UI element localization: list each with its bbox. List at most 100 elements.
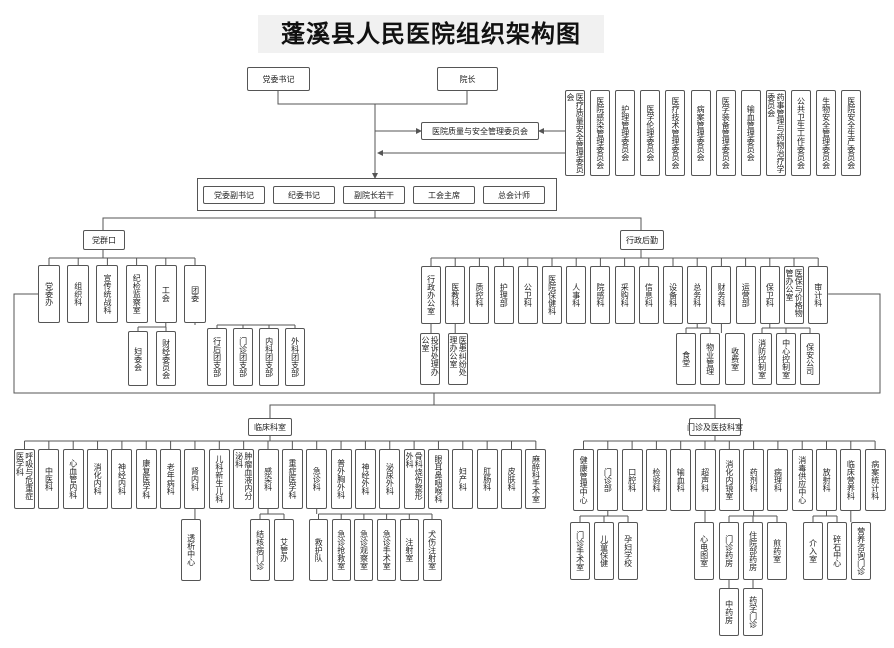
party-unit-5: 工会 (154, 265, 177, 323)
clinical-unit-4: 消化内科 (87, 449, 109, 509)
connector (13, 293, 881, 394)
branch-party: 党群口 (83, 230, 125, 250)
subcommittee-11: 生物安全管理委员会 (816, 90, 836, 176)
subcommittee-10: 公共卫生工作委员会 (790, 90, 811, 176)
outpatient-unit-5: 输血科 (670, 449, 692, 511)
admin-unit-14: 运营部 (735, 266, 756, 324)
clinical-unit-14: 普外胸外科 (330, 449, 352, 509)
admin-unit-13: 财务科 (711, 266, 732, 324)
clinical-unit-13: 急诊科 (306, 449, 328, 509)
subcommittee-12: 医院安全生产委员会 (841, 90, 862, 176)
outpatient-sub-ecg: 心电图室 (694, 522, 714, 580)
outpatient-unit-13: 病案统计科 (864, 449, 886, 511)
outpatient-unit-3: 口腔科 (621, 449, 643, 511)
quality-safety-committee-box: 医院质量与安全管理委员会 (421, 122, 539, 140)
clinical-unit-22: 麻醉科手术室 (525, 449, 547, 509)
clinical-unit-11: 感染科 (257, 449, 279, 509)
subcommittee-9: 药事管理与药物治疗学委员会 (765, 90, 786, 176)
party-unit-4: 纪检监察室 (125, 265, 148, 323)
outpatient-sub-clinic-3: 孕妇学校 (618, 522, 638, 580)
leadership-1: 党委副书记 (203, 186, 265, 204)
admin-unit-9: 采购科 (614, 266, 635, 324)
party-sub-youth-3: 内科团支部 (259, 328, 279, 386)
clinical-sub-emergency-1: 救护队 (309, 519, 328, 581)
clinical-unit-19: 妇产科 (452, 449, 474, 509)
outpatient-sub-pharmacy2-1: 中药房 (719, 588, 739, 636)
outpatient-sub-clinic-1: 门诊手术室 (570, 522, 590, 580)
subcommittee-1: 医疗质量安全管理委员会 (565, 90, 585, 176)
outpatient-sub-radiology-1: 介入室 (803, 522, 823, 580)
branch-admin: 行政后勤 (620, 230, 664, 250)
outpatient-unit-7: 消化内镜室 (718, 449, 740, 511)
clinical-sub-infect-2: 艾管办 (274, 519, 294, 581)
leadership-4: 工会主席 (413, 186, 475, 204)
leadership-2: 纪委书记 (273, 186, 335, 204)
clinical-unit-16: 泌尿外科 (379, 449, 401, 509)
admin-unit-2: 医教科 (445, 266, 466, 324)
admin-unit-15: 保卫科 (759, 266, 780, 324)
clinical-unit-7: 老年病科 (160, 449, 182, 509)
admin-unit-17: 审计科 (808, 266, 829, 324)
admin-unit-3: 质控科 (469, 266, 490, 324)
party-sub-youth-1: 行后团支部 (207, 328, 227, 386)
outpatient-unit-12: 临床营养科 (840, 449, 862, 511)
subcommittee-5: 医疗技术管理委员会 (665, 90, 686, 176)
party-unit-3: 宣传统战科 (96, 265, 119, 323)
subcommittee-7: 医学装备管理委员会 (715, 90, 736, 176)
party-unit-1: 党委办 (38, 265, 60, 323)
outpatient-unit-10: 消毒供应中心 (791, 449, 813, 511)
clinical-sub-infect-1: 结核病门诊 (250, 519, 270, 581)
leadership-5: 总会计师 (483, 186, 545, 204)
clinical-unit-1: 呼吸与危重症医学科 (14, 449, 35, 509)
admin-sub-dispute: 医患纠纷处理办公室 (448, 333, 468, 385)
admin-unit-4: 护理部 (493, 266, 514, 324)
outpatient-sub-radiology-2: 碎石中心 (827, 522, 847, 580)
clinical-sub-emergency-2: 急诊抢救室 (331, 519, 351, 581)
clinical-unit-20: 肛肠科 (476, 449, 498, 509)
outpatient-sub-pharmacy-2: 住院部药房 (743, 522, 763, 580)
connector (102, 217, 642, 240)
outpatient-unit-2: 门诊部 (597, 449, 619, 511)
subcommittee-4: 医学伦理委员会 (640, 90, 661, 176)
outpatient-unit-11: 放射科 (816, 449, 837, 511)
admin-unit-7: 人事科 (566, 266, 587, 324)
subcommittee-3: 护理管理委员会 (615, 90, 636, 176)
clinical-sub-dialysis: 透析中心 (181, 519, 201, 581)
party-sub-youth-2: 门诊团支部 (233, 328, 253, 386)
outpatient-sub-nutrition: 营养咨询门诊 (851, 522, 871, 580)
clinical-unit-8: 肾内科 (184, 449, 206, 509)
clinical-unit-12: 重症医学科 (281, 449, 303, 509)
outpatient-unit-6: 超声科 (694, 449, 716, 511)
admin-unit-16: 医保与价格物管办公室 (784, 266, 804, 324)
admin-unit-12: 总务科 (687, 266, 708, 324)
outpatient-sub-pharmacy-3: 煎药室 (767, 522, 787, 580)
clinical-unit-5: 神经内科 (111, 449, 133, 509)
party-unit-2: 组织科 (67, 265, 90, 323)
branch-outpatient: 门诊及医技科室 (687, 418, 743, 436)
admin-sub-security-2: 中心控制室 (776, 333, 796, 385)
admin-sub-security-3: 保安公司 (800, 333, 820, 385)
connector (269, 404, 716, 418)
outpatient-sub-pharmacy-1: 门诊药房 (719, 522, 739, 580)
clinical-sub-emergency-5: 注射室 (399, 519, 419, 581)
admin-sub-cashier: 收费室 (725, 333, 745, 385)
clinical-unit-2: 中医科 (38, 449, 60, 509)
party-sub-union-1: 妇委会 (128, 331, 148, 386)
clinical-sub-emergency-3: 急诊观察室 (354, 519, 374, 581)
clinical-unit-9: 儿科新生儿科 (208, 449, 230, 509)
party-sub-youth-4: 外科团支部 (285, 328, 305, 386)
subcommittee-8: 输血管理委员会 (740, 90, 761, 176)
admin-sub-complaints: 投诉处理办公室 (420, 333, 440, 385)
clinical-unit-18: 眼耳鼻咽喉科 (427, 449, 449, 509)
outpatient-unit-8: 药剂科 (743, 449, 765, 511)
party-unit-6: 团委 (184, 265, 206, 323)
outpatient-unit-4: 检验科 (645, 449, 667, 511)
admin-unit-1: 行政办公室 (421, 266, 441, 324)
admin-unit-6: 医院保健科 (542, 266, 562, 324)
admin-unit-5: 公卫科 (517, 266, 538, 324)
subcommittee-6: 病案管理委员会 (690, 90, 711, 176)
clinical-unit-10: 肿瘤血液内分泌科 (233, 449, 255, 509)
admin-unit-8: 院感科 (590, 266, 611, 324)
